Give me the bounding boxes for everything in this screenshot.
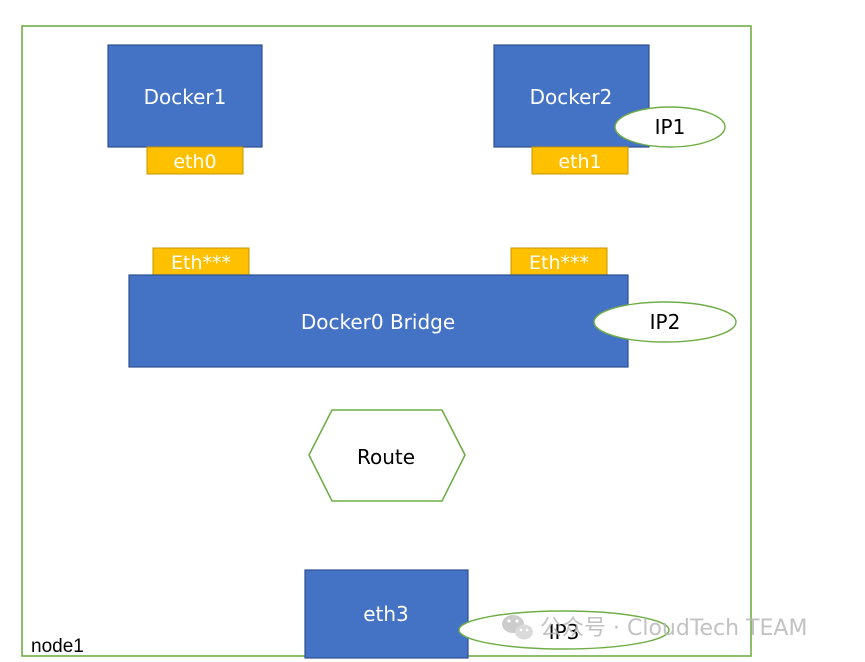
- eth0-port-box: [146, 146, 244, 175]
- eth1-port-box: [531, 146, 629, 175]
- eth3-label: eth3: [363, 602, 409, 626]
- watermark-text: 公众号 · CloudTech TEAM: [540, 616, 807, 641]
- route-node: Route: [308, 409, 466, 502]
- docker1-label: Docker1: [144, 85, 227, 109]
- eth0-port-label: eth0: [173, 151, 216, 173]
- wechat-icon: [502, 615, 533, 640]
- ip3-label: IP3: [549, 620, 580, 644]
- docker1-box: [107, 44, 263, 148]
- node-label: node1: [31, 636, 84, 657]
- eth3-box: [304, 569, 469, 659]
- docker0-bridge: Docker0 Bridge: [128, 274, 629, 368]
- bridge-port-right-box: [510, 247, 608, 276]
- eth3-interface: eth3: [304, 569, 469, 659]
- ip1-label: IP1: [655, 115, 686, 139]
- ip1-tag: IP1: [614, 106, 726, 148]
- docker0-bridge-label: Docker0 Bridge: [301, 310, 455, 334]
- docker2-label: Docker2: [530, 85, 613, 109]
- watermark: 公众号 · CloudTech TEAM: [502, 615, 807, 641]
- bridge-port-right: Eth***: [510, 247, 608, 276]
- ip2-label: IP2: [650, 310, 681, 334]
- eth1-port-label: eth1: [558, 151, 601, 173]
- ip1-ellipse: [614, 106, 726, 148]
- docker1-container: Docker1: [107, 44, 263, 148]
- route-label: Route: [357, 445, 415, 469]
- bridge-port-left: Eth***: [152, 247, 250, 276]
- route-hexagon: [308, 409, 466, 502]
- eth0-port: eth0: [146, 146, 244, 175]
- docker0-bridge-box: [128, 274, 629, 368]
- bridge-port-right-label: Eth***: [529, 252, 589, 274]
- ip2-tag: IP2: [593, 301, 737, 343]
- ip2-ellipse: [593, 301, 737, 343]
- bridge-port-left-label: Eth***: [171, 252, 231, 274]
- eth1-port: eth1: [531, 146, 629, 175]
